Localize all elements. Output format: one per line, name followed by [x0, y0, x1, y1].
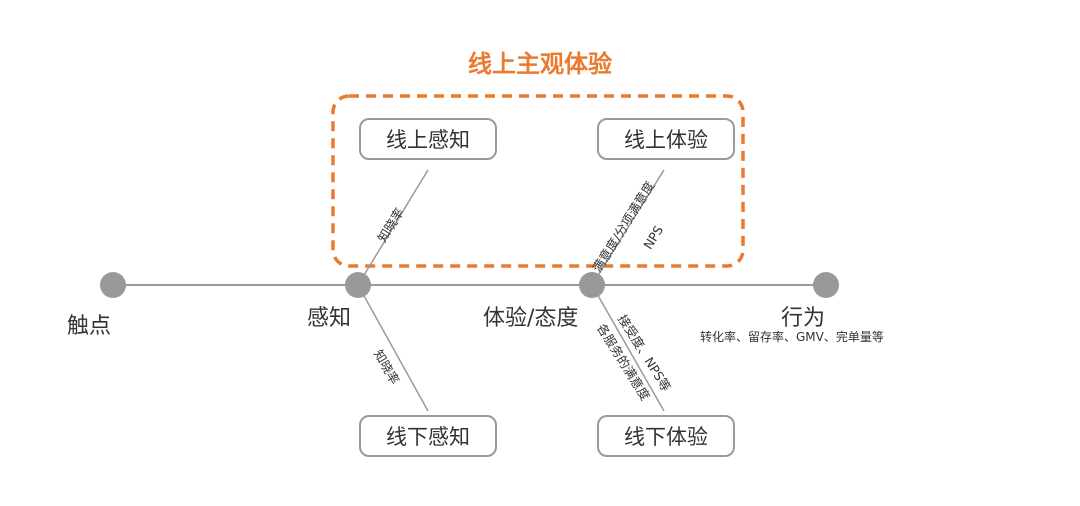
node-behavior-label: 行为 [781, 306, 826, 331]
node-perception-dot [345, 272, 371, 298]
box-offline-perception: 线下感知 [359, 415, 497, 457]
behavior-metrics: 转化率、留存率、GMV、完单量等 [700, 330, 884, 344]
branch-online-experience [591, 169, 665, 286]
branch-offline-experience [591, 284, 665, 412]
node-experience-label: 体验/态度 [483, 306, 579, 331]
online-group-boundary [331, 94, 745, 268]
branch-offline-perception [357, 284, 429, 412]
box-online-experience: 线上体验 [597, 118, 735, 160]
group-title: 线上主观体验 [468, 50, 612, 78]
node-experience-dot [579, 272, 605, 298]
box-offline-experience: 线下体验 [597, 415, 735, 457]
node-perception-label: 感知 [307, 306, 352, 331]
branch-online-perception [357, 169, 429, 286]
node-touch-dot [100, 272, 126, 298]
node-touch-label: 触点 [67, 314, 112, 339]
node-behavior-dot [813, 272, 839, 298]
box-online-perception: 线上感知 [359, 118, 497, 160]
